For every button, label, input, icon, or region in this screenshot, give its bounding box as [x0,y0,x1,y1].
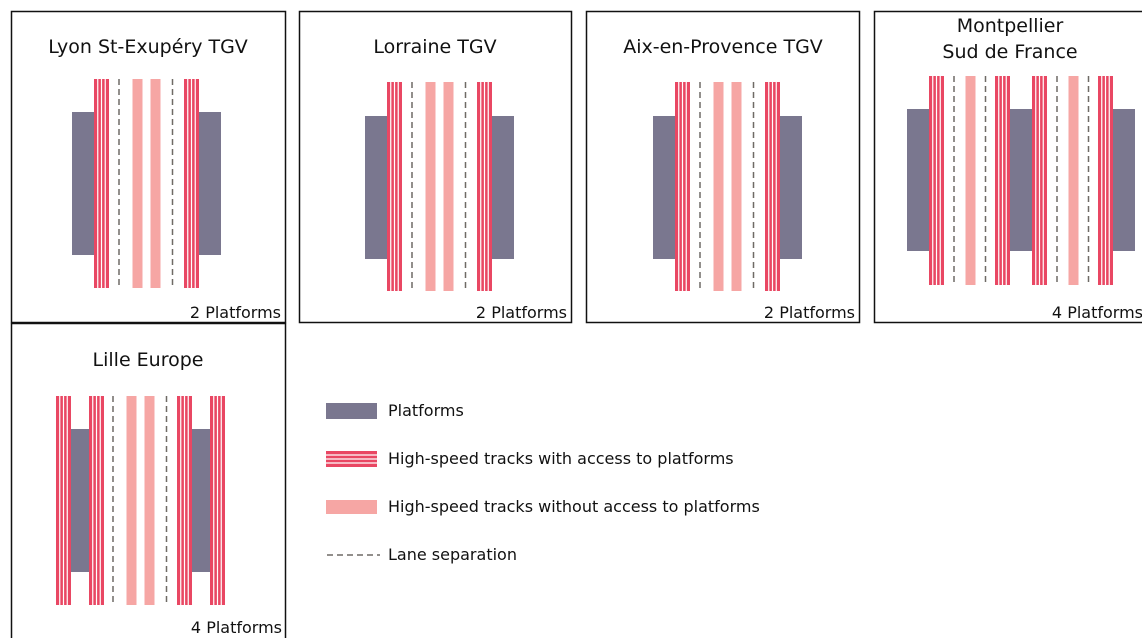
platform-block [72,112,94,255]
station-frame [873,10,1142,324]
platform-block [653,116,675,259]
track-without-platform-access [965,76,976,285]
track-no-access-swatch [326,500,377,514]
track-without-platform-access [425,82,436,291]
station-lyon: Lyon St-Exupéry TGV 2 Platforms [10,10,287,324]
platform-count: 4 Platforms [1052,303,1142,322]
track-without-platform-access [731,82,742,291]
legend-label: Lane separation [388,545,517,564]
station-title-line-2: Sud de France [942,41,1077,63]
station-lille-europe: Lille Europe 4 Platforms [10,322,287,638]
station-title: Lille Europe [93,349,204,371]
platform-block [1010,109,1032,251]
track-without-platform-access [132,79,143,288]
platform-count: 2 Platforms [764,303,855,322]
station-montpellier: Montpellier Sud de France 4 Platforms [873,10,1142,324]
legend-label: High-speed tracks without access to plat… [388,497,760,516]
platform-count: 2 Platforms [476,303,567,322]
legend-item-track-no-access: High-speed tracks without access to plat… [326,497,760,516]
platform-count: 2 Platforms [190,303,281,322]
legend-item-track-access: High-speed tracks with access to platfor… [326,449,734,468]
legend-item-platforms: Platforms [326,401,464,420]
legend-label: High-speed tracks with access to platfor… [388,449,734,468]
station-frame [585,10,861,324]
platform-block [780,116,802,259]
station-aix-en-provence: Aix-en-Provence TGV 2 Platforms [585,10,861,324]
station-frame [10,322,287,638]
platform-block [199,112,221,255]
station-title: Lorraine TGV [373,36,496,58]
platform-block [192,429,210,572]
station-title-line-1: Montpellier [957,15,1064,37]
platform-block [71,429,89,572]
platform-block [492,116,514,259]
track-without-platform-access [713,82,724,291]
track-without-platform-access [1068,76,1079,285]
platform-block [1113,109,1135,251]
legend-label: Platforms [388,401,464,420]
legend: Platforms High-speed tracks with access … [326,401,760,564]
station-title: Lyon St-Exupéry TGV [48,36,248,58]
track-without-platform-access [150,79,161,288]
platform-swatch [326,403,377,419]
legend-item-lane-separation: Lane separation [327,545,517,564]
track-without-platform-access [443,82,454,291]
track-without-platform-access [126,396,137,605]
track-without-platform-access [144,396,155,605]
platform-block [907,109,929,251]
platform-block [365,116,387,259]
station-lorraine: Lorraine TGV 2 Platforms [298,10,573,324]
station-title: Aix-en-Provence TGV [623,36,823,58]
station-frame [298,10,573,324]
track-access-swatch [326,451,377,467]
platform-count: 4 Platforms [191,618,282,637]
station-frame [10,10,287,324]
